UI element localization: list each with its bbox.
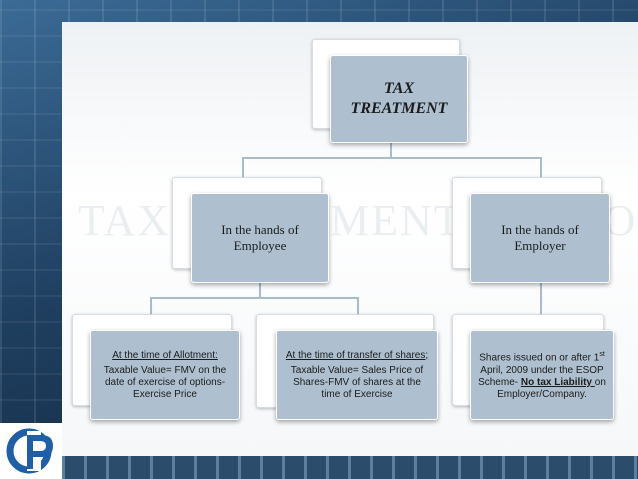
employer-node: In the hands of Employer xyxy=(470,193,610,283)
esop-text-post: on Employer/Company. xyxy=(497,376,606,400)
root-title-line1: TAX xyxy=(383,80,415,97)
connector-employee-down xyxy=(259,268,261,298)
root-node: TAX TREATMENT xyxy=(330,55,468,143)
employee-label-line2: Employee xyxy=(233,238,287,253)
employee-label-line1: In the hands of xyxy=(221,222,299,237)
bottom-strip xyxy=(62,456,638,479)
transfer-node: At the time of transfer of shares; Taxab… xyxy=(276,330,438,420)
allotment-heading: At the time of Allotment: xyxy=(112,349,218,361)
connector-root-down xyxy=(390,128,392,158)
root-title-line2: TREATMENT xyxy=(350,100,448,117)
esop-text-sup: st xyxy=(599,351,605,359)
employee-node: In the hands of Employee xyxy=(191,193,329,283)
connector-to-employer xyxy=(540,157,542,195)
employer-label-line1: In the hands of xyxy=(501,222,579,237)
allotment-body: Taxable Value= FMV on the date of exerci… xyxy=(103,364,227,400)
transfer-heading: At the time of transfer of shares; xyxy=(285,349,429,361)
connector-bottom-horizontal xyxy=(150,297,358,299)
esop-node: Shares issued on or after 1st April, 200… xyxy=(470,330,614,420)
connector-to-employee xyxy=(242,157,244,195)
connector-employer-down xyxy=(540,268,542,316)
esop-text: Shares issued on or after 1st April, 200… xyxy=(477,349,607,400)
allotment-node: At the time of Allotment: Taxable Value=… xyxy=(90,330,240,420)
esop-text-pre: Shares issued on or after 1 xyxy=(479,352,600,364)
connector-top-horizontal xyxy=(242,157,542,159)
esop-text-bold: No tax Liability xyxy=(520,376,595,388)
transfer-body: Taxable Value= Sales Price of Shares-FMV… xyxy=(290,364,424,400)
esop-text-mid: April, 2009 under the ESOP Scheme- xyxy=(478,364,604,388)
employer-label-line2: Employer xyxy=(514,238,566,253)
company-logo-icon xyxy=(0,423,62,479)
